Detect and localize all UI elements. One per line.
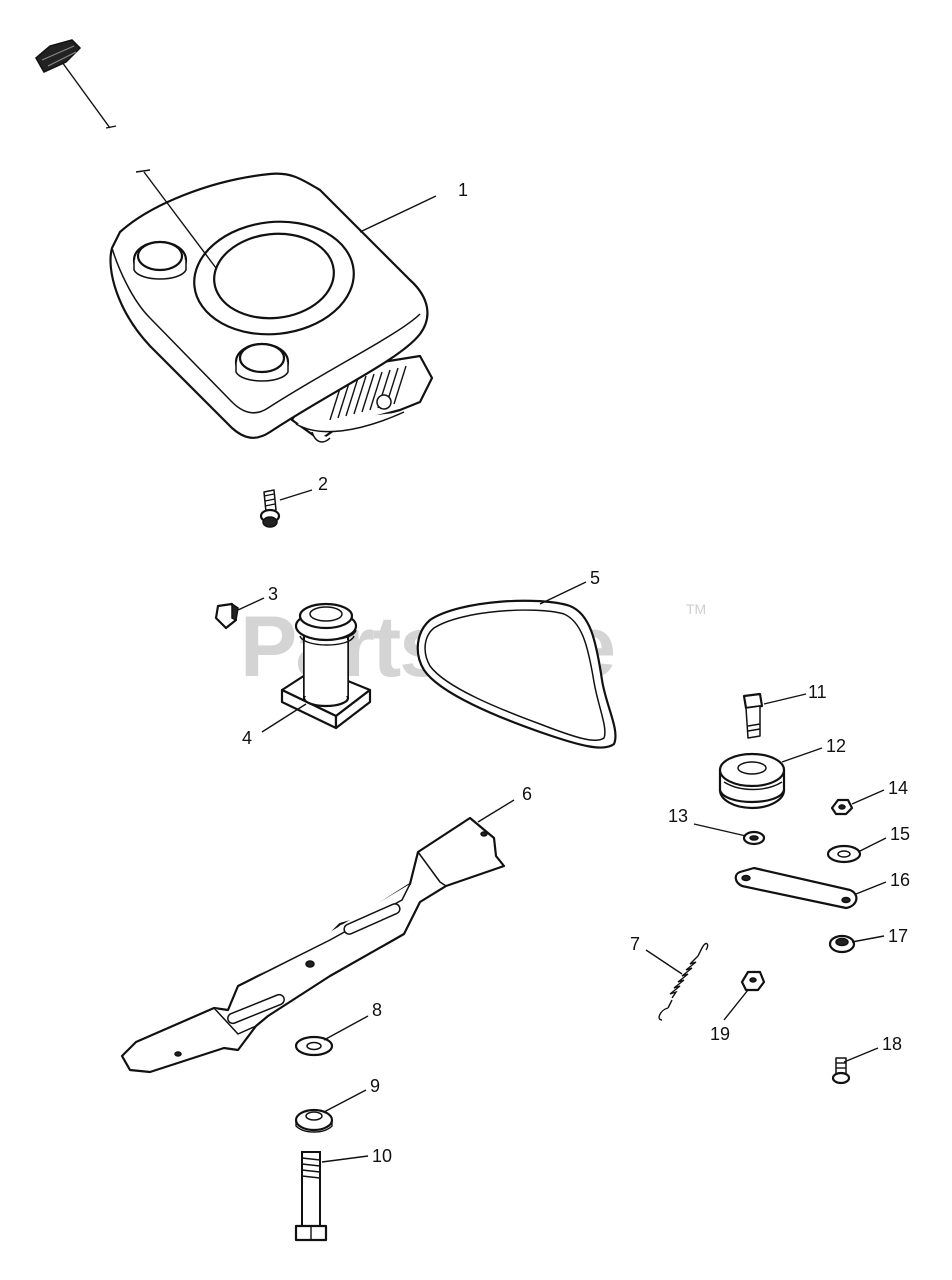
part-9-lock-washer: [294, 1108, 334, 1133]
part-3-key: [214, 602, 239, 630]
callout-12: 12: [826, 736, 846, 756]
callout-11: 11: [808, 682, 827, 702]
callout-labels: 1 2 3 4 5 6 7 8 9 10 11 12 13 14 15 16 1…: [242, 180, 910, 1166]
leader-lines: [237, 195, 887, 1163]
part-7-spring: [658, 942, 709, 1021]
part-5-belt: [416, 599, 617, 749]
callout-9: 9: [370, 1076, 380, 1096]
callout-17: 17: [888, 926, 908, 946]
engine-cap-right: [234, 342, 290, 382]
part-2-screw: [259, 489, 281, 528]
callout-1: 1: [458, 180, 468, 200]
callout-13: 13: [668, 806, 688, 826]
callout-4: 4: [242, 728, 252, 748]
engine-cap-left: [132, 240, 188, 280]
part-14-nut: [830, 798, 854, 816]
callout-7: 7: [630, 934, 640, 954]
part-13-spacer: [742, 830, 766, 846]
watermark-trademark: TM: [686, 601, 706, 617]
part-12-pulley: [718, 752, 786, 810]
part-8-washer: [294, 1035, 334, 1057]
callout-18: 18: [882, 1034, 902, 1054]
callout-5: 5: [590, 568, 600, 588]
callout-8: 8: [372, 1000, 382, 1020]
part-6-blade: [120, 816, 506, 1074]
callout-15: 15: [890, 824, 910, 844]
part-1-engine: [109, 169, 434, 443]
dipstick: [35, 39, 117, 129]
callout-3: 3: [268, 584, 278, 604]
callout-2: 2: [318, 474, 328, 494]
part-16-idler-arm: [734, 866, 858, 910]
callout-6: 6: [522, 784, 532, 804]
callout-10: 10: [372, 1146, 392, 1166]
part-17-bushing: [828, 934, 856, 954]
part-4-adapter: [280, 602, 372, 730]
callout-19: 19: [710, 1024, 730, 1044]
part-18-screw: [831, 1057, 851, 1085]
part-19-nut: [740, 970, 766, 992]
part-10-bolt: [294, 1151, 328, 1242]
callout-16: 16: [890, 870, 910, 890]
callout-14: 14: [888, 778, 908, 798]
part-11-bolt: [742, 692, 764, 739]
part-15-washer: [826, 844, 862, 864]
